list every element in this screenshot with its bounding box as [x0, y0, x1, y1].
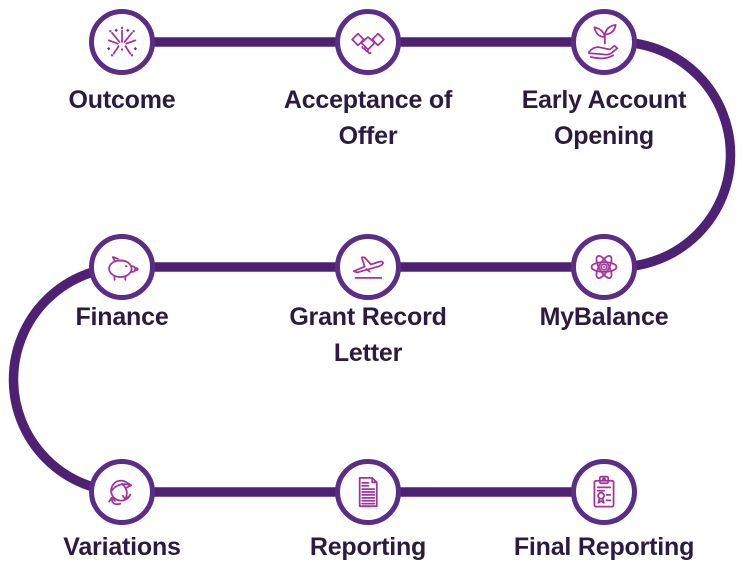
step-node-grant-record-letter — [335, 234, 401, 300]
step-label-reporting: Reporting — [309, 533, 427, 561]
handshake-icon — [348, 22, 388, 62]
hand-seedling-icon — [584, 22, 624, 62]
certificate-clipboard-icon — [584, 472, 624, 512]
step-label-mybalance: MyBalance — [539, 303, 669, 331]
step-node-final-reporting — [571, 459, 637, 525]
step-node-reporting — [335, 459, 401, 525]
step-node-acceptance-of-offer — [335, 9, 401, 75]
step-label-outcome: Outcome — [68, 86, 176, 114]
atom-icon — [584, 247, 624, 287]
step-node-early-account-opening — [571, 9, 637, 75]
fireworks-icon — [102, 22, 142, 62]
step-label-acceptance-of-offer: Acceptance of Offer — [283, 86, 453, 150]
step-label-variations: Variations — [63, 533, 181, 561]
step-label-final-reporting: Final Reporting — [513, 533, 695, 561]
airplane-takeoff-icon — [348, 247, 388, 287]
piggy-bank-icon — [102, 247, 142, 287]
step-label-finance: Finance — [75, 303, 169, 331]
step-node-mybalance — [571, 234, 637, 300]
step-node-variations — [89, 459, 155, 525]
shuffle-arrows-icon — [102, 472, 142, 512]
step-node-finance — [89, 234, 155, 300]
step-node-outcome — [89, 9, 155, 75]
step-label-early-account-opening: Early Account Opening — [521, 86, 687, 150]
document-icon — [348, 472, 388, 512]
step-label-grant-record-letter: Grant Record Letter — [289, 303, 447, 367]
